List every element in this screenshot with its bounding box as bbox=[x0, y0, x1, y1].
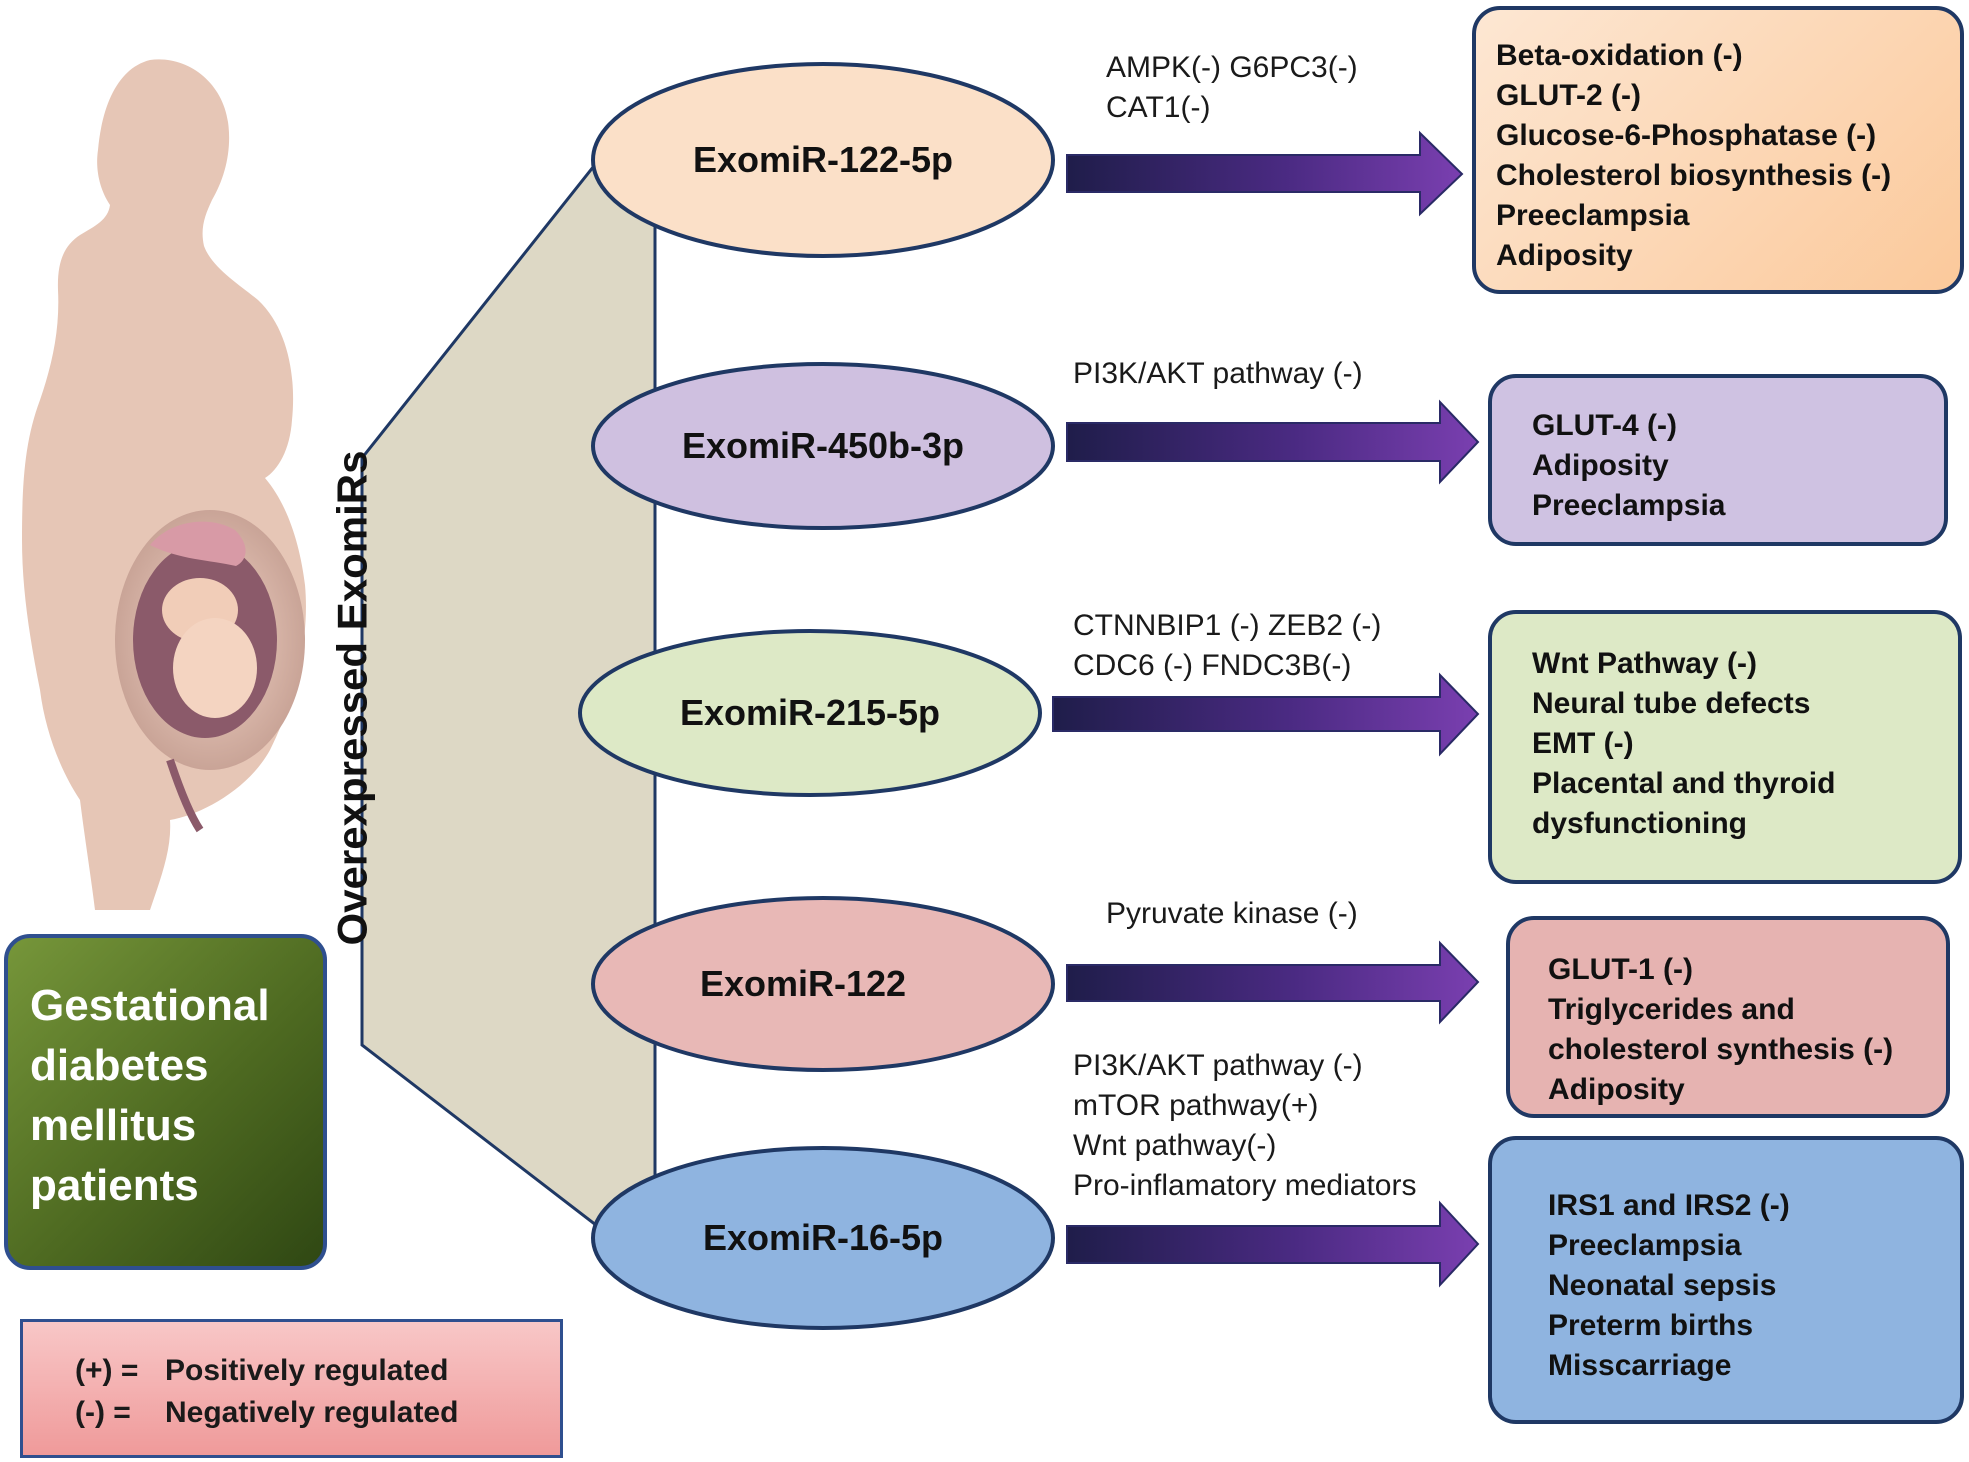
effect-item: dysfunctioning bbox=[1532, 807, 1747, 840]
legend-symbol: (+) = bbox=[75, 1354, 139, 1387]
exomir-label: ExomiR-16-5p bbox=[702, 1217, 944, 1258]
effect-item: Preeclampsia bbox=[1496, 199, 1690, 232]
legend-text: Positively regulated bbox=[165, 1354, 449, 1387]
arrow-3 bbox=[1052, 672, 1480, 757]
effect-item: Neural tube defects bbox=[1532, 687, 1811, 720]
gdm-line: patients bbox=[30, 1161, 199, 1210]
effects-box-4: GLUT-1 (-) Triglycerides and cholesterol… bbox=[1506, 916, 1950, 1118]
effect-item: Adiposity bbox=[1496, 239, 1633, 272]
target-item: PI3K/AKT pathway (-) bbox=[1073, 357, 1363, 390]
target-item: CAT1(-) bbox=[1106, 91, 1211, 124]
target-item: CDC6 (-) FNDC3B(-) bbox=[1073, 649, 1352, 682]
effects-box-2: GLUT-4 (-) Adiposity Preeclampsia bbox=[1488, 374, 1948, 546]
target-item: CTNNBIP1 (-) ZEB2 (-) bbox=[1073, 609, 1382, 642]
gdm-line: diabetes bbox=[30, 1041, 209, 1090]
effect-item: Wnt Pathway (-) bbox=[1532, 647, 1757, 680]
gdm-line: mellitus bbox=[30, 1101, 197, 1150]
effect-item: IRS1 and IRS2 (-) bbox=[1548, 1189, 1790, 1222]
effect-item: cholesterol synthesis (-) bbox=[1548, 1033, 1894, 1066]
effect-item: Neonatal sepsis bbox=[1548, 1269, 1777, 1302]
pregnant-woman-silhouette bbox=[22, 59, 306, 911]
effects-box-3: Wnt Pathway (-) Neural tube defects EMT … bbox=[1488, 610, 1962, 884]
effect-item: Glucose-6-Phosphatase (-) bbox=[1496, 119, 1877, 152]
target-item: Pyruvate kinase (-) bbox=[1106, 897, 1358, 930]
overexpressed-exomirs-label: Overexpressed ExomiRs bbox=[328, 450, 375, 946]
target-item: PI3K/AKT pathway (-) bbox=[1073, 1049, 1363, 1082]
ellipse-exomir-215-5p bbox=[578, 629, 1042, 797]
arrow-5 bbox=[1066, 1200, 1480, 1288]
exomir-label: ExomiR-122 bbox=[699, 963, 907, 1004]
effect-item: GLUT-2 (-) bbox=[1496, 79, 1641, 112]
effect-item: Adiposity bbox=[1532, 449, 1669, 482]
arrow-4 bbox=[1066, 940, 1480, 1025]
effect-item: EMT (-) bbox=[1532, 727, 1634, 760]
gdm-patients-box: Gestational diabetes mellitus patients bbox=[4, 934, 327, 1270]
legend-text: Negatively regulated bbox=[165, 1396, 459, 1429]
arrow-2 bbox=[1066, 399, 1480, 485]
legend-box: (+) = Positively regulated (-) = Negativel… bbox=[20, 1319, 563, 1458]
exomir-label: ExomiR-122-5p bbox=[692, 139, 954, 180]
targets-row-4: Pyruvate kinase (-) bbox=[1106, 894, 1358, 934]
effect-item: Preterm births bbox=[1548, 1309, 1754, 1342]
legend-symbol: (-) = bbox=[75, 1396, 131, 1429]
effect-item: GLUT-1 (-) bbox=[1548, 953, 1693, 986]
effect-item: Preeclampsia bbox=[1548, 1229, 1742, 1262]
target-item: mTOR pathway(+) bbox=[1073, 1089, 1319, 1122]
targets-row-1: AMPK(-) G6PC3(-) CAT1(-) bbox=[1106, 48, 1358, 128]
effect-item: Adiposity bbox=[1548, 1073, 1685, 1106]
ellipse-exomir-450b-3p bbox=[591, 362, 1055, 530]
gdm-line: Gestational bbox=[30, 981, 270, 1030]
target-item: Pro-inflamatory mediators bbox=[1073, 1169, 1417, 1202]
effect-item: Placental and thyroid bbox=[1532, 767, 1836, 800]
targets-row-5: PI3K/AKT pathway (-) mTOR pathway(+) Wnt… bbox=[1073, 1046, 1416, 1206]
exomir-label: ExomiR-450b-3p bbox=[681, 425, 965, 466]
ellipse-exomir-122-5p bbox=[591, 62, 1055, 258]
effects-box-5: IRS1 and IRS2 (-) Preeclampsia Neonatal … bbox=[1488, 1136, 1964, 1424]
ellipse-exomir-16-5p bbox=[591, 1146, 1055, 1330]
target-item: Wnt pathway(-) bbox=[1073, 1129, 1277, 1162]
ellipse-exomir-122 bbox=[591, 896, 1055, 1072]
effect-item: Preeclampsia bbox=[1532, 489, 1726, 522]
exomir-label: ExomiR-215-5p bbox=[679, 692, 941, 733]
effect-item: Triglycerides and bbox=[1548, 993, 1795, 1026]
effect-item: Beta-oxidation (-) bbox=[1496, 39, 1743, 72]
legend-row-negative: (-) = Negatively regulated bbox=[75, 1392, 560, 1434]
effect-item: Cholesterol biosynthesis (-) bbox=[1496, 159, 1892, 192]
targets-row-2: PI3K/AKT pathway (-) bbox=[1073, 354, 1363, 394]
target-item: AMPK(-) G6PC3(-) bbox=[1106, 51, 1358, 84]
legend-row-positive: (+) = Positively regulated bbox=[75, 1350, 560, 1392]
effects-box-1: Beta-oxidation (-) GLUT-2 (-) Glucose-6-… bbox=[1472, 6, 1964, 294]
arrow-1 bbox=[1066, 130, 1464, 217]
effect-item: GLUT-4 (-) bbox=[1532, 409, 1677, 442]
targets-row-3: CTNNBIP1 (-) ZEB2 (-) CDC6 (-) FNDC3B(-) bbox=[1073, 606, 1381, 686]
effect-item: Misscarriage bbox=[1548, 1349, 1732, 1382]
